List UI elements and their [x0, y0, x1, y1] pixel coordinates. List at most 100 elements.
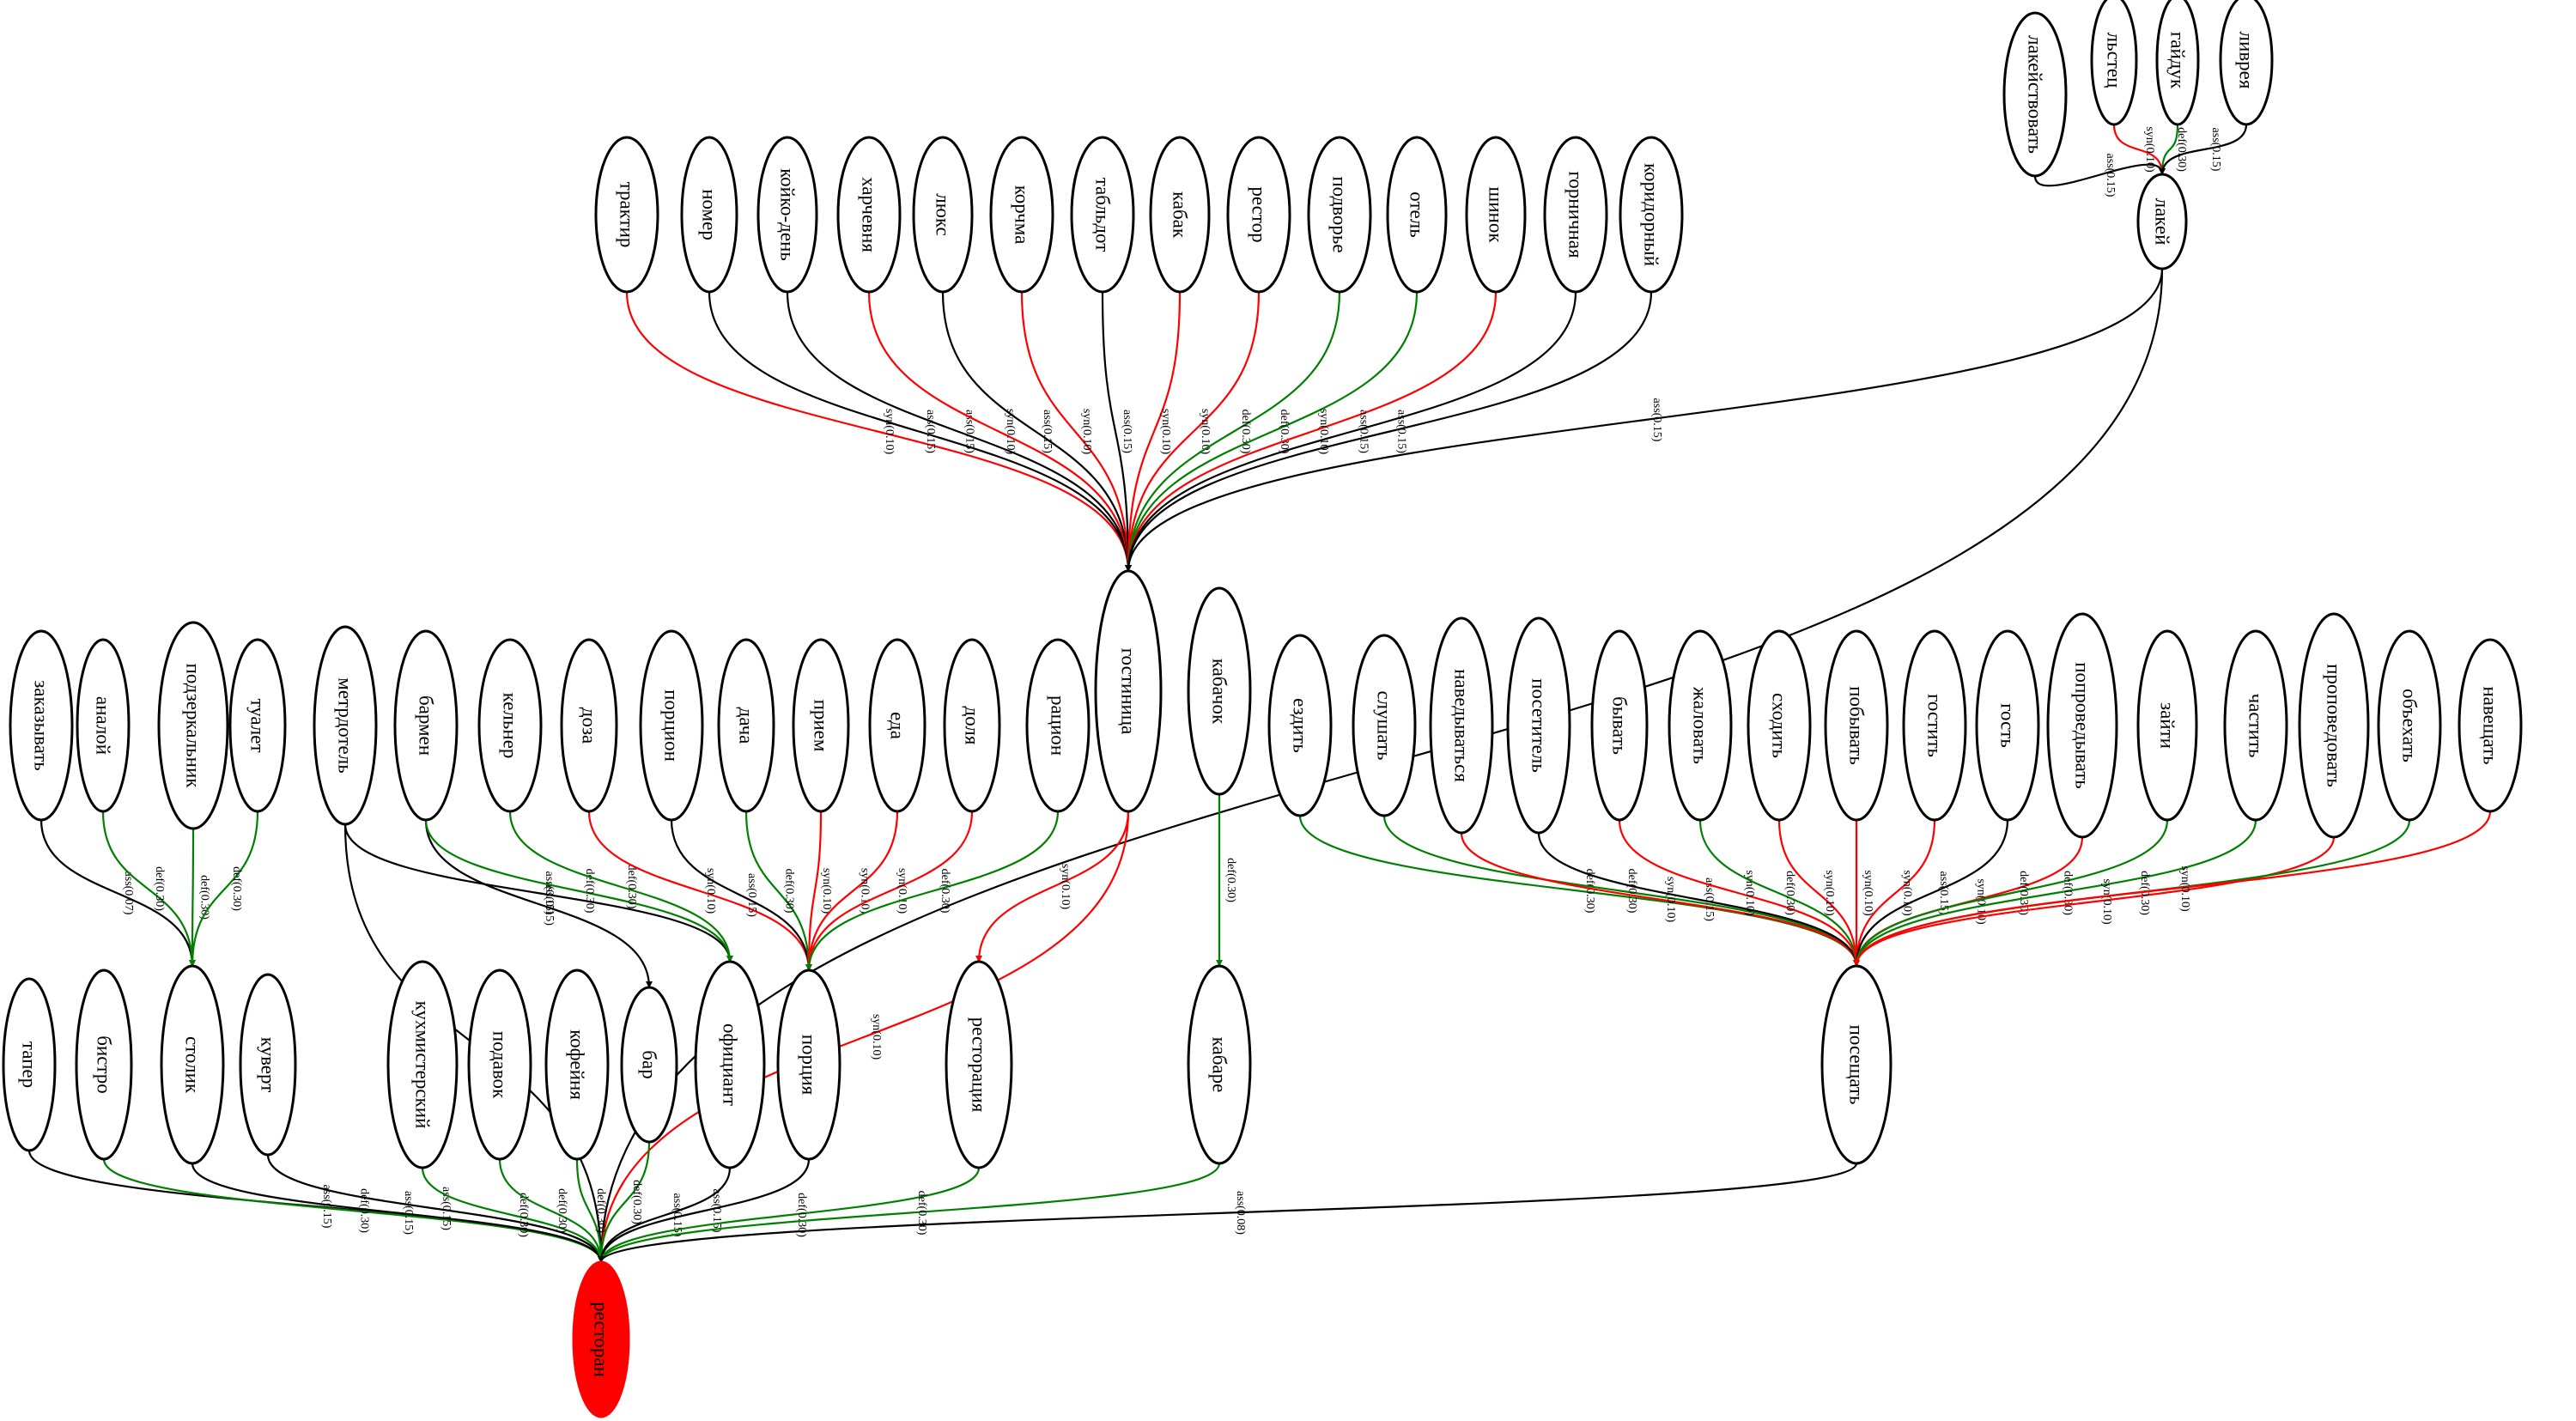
node-podvorye[interactable]: подворье	[1307, 136, 1372, 294]
node-kuvert[interactable]: куверт	[239, 973, 297, 1157]
node-shape	[393, 629, 459, 822]
node-metrdotel[interactable]: метрдотель	[313, 625, 378, 826]
node-eda[interactable]: еда	[868, 638, 927, 813]
node-shape	[544, 969, 610, 1161]
node-label: рестор	[1249, 186, 1270, 242]
node-skhodit[interactable]: сходить	[1747, 629, 1812, 822]
node-poseshchat[interactable]: посещать	[1820, 964, 1893, 1165]
edge-label: def(0.30)	[517, 1193, 530, 1237]
node-kabachok[interactable]: кабачок	[1187, 586, 1252, 796]
edge-zhalovat-poseshchat: def(0.30)	[1698, 819, 1860, 967]
node-gostinitsa[interactable]: гостиница	[1094, 569, 1163, 813]
node-label: рацион	[1048, 695, 1069, 756]
node-shape	[912, 136, 974, 294]
node-byvat[interactable]: бывать	[1590, 629, 1649, 822]
node-shape	[1094, 569, 1163, 813]
edge-label: ass(0.15)	[1703, 877, 1716, 921]
node-gaiduk[interactable]: гайдук	[2155, 0, 2200, 126]
node-propovedyvat[interactable]: попроведывать	[2046, 612, 2118, 839]
node-stolik[interactable]: столик	[160, 964, 225, 1165]
edge-gornichnaya-gostinitsa: ass(0.15)	[1125, 291, 1577, 572]
node-kelner[interactable]: кельнер	[477, 638, 543, 813]
node-portsion[interactable]: порцион	[639, 629, 704, 822]
node-kukhmisterskiy[interactable]: кухмистерский	[386, 960, 459, 1169]
node-gostit[interactable]: гостить	[1902, 629, 1967, 822]
node-shape	[2458, 638, 2523, 813]
node-restor[interactable]: рестор	[1226, 136, 1291, 294]
node-obekhat[interactable]: объехать	[2377, 629, 2442, 822]
edge-label: ass(0.15)	[1650, 398, 1663, 442]
node-analoi[interactable]: аналой	[76, 638, 131, 813]
edge-line	[1853, 836, 2336, 967]
node-priem[interactable]: прием	[792, 638, 850, 813]
node-kabare[interactable]: кабаре	[1187, 964, 1252, 1165]
edge-label: ass(0.15)	[1358, 410, 1370, 453]
edge-line	[867, 291, 1132, 572]
node-podavok[interactable]: подавок	[467, 969, 532, 1161]
node-barmen[interactable]: бармен	[393, 629, 459, 822]
node-lyuks[interactable]: люкс	[912, 136, 974, 294]
node-label: кухмистерский	[412, 1001, 434, 1129]
node-lakeistvovat[interactable]: лакействовать	[2002, 11, 2068, 178]
node-lstets[interactable]: льстец	[2090, 0, 2138, 126]
node-shape	[76, 638, 131, 813]
edge-label: ass(0.15)	[710, 1189, 723, 1233]
edge-zakazyvat-stolik: ass(0.07)	[39, 819, 196, 967]
node-livreya[interactable]: ливрея	[2219, 0, 2274, 126]
node-bar[interactable]: бар	[620, 986, 678, 1144]
node-traktir[interactable]: трактир	[594, 136, 659, 294]
node-harchevnya[interactable]: харчевня	[836, 136, 902, 294]
node-slushat[interactable]: слушать	[1352, 634, 1417, 817]
edge-line	[941, 291, 1132, 572]
node-zhalovat[interactable]: жаловать	[1668, 629, 1733, 822]
node-label: дача	[736, 707, 757, 744]
node-pobyvat[interactable]: побывать	[1824, 629, 1889, 822]
edge-portsiya-restoran: ass(0.15)	[598, 1158, 811, 1263]
node-propovedovat[interactable]: проповедовать	[2298, 612, 2370, 839]
node-zakazyvat[interactable]: заказывать	[9, 629, 74, 822]
node-label: объехать	[2399, 689, 2421, 762]
edge-label: def(0.30)	[2175, 127, 2188, 172]
node-ezdit[interactable]: ездить	[1267, 634, 1333, 817]
node-koiko[interactable]: койко-день	[756, 136, 818, 294]
node-gost[interactable]: гость	[1975, 629, 2040, 822]
node-portsiya[interactable]: порция	[776, 969, 841, 1161]
node-tabldot[interactable]: табльдот	[1070, 136, 1135, 294]
node-korchma[interactable]: корчма	[989, 136, 1054, 294]
node-kofeynya[interactable]: кофейня	[544, 969, 610, 1161]
edge-doza-portsiya: syn(0.10)	[587, 811, 812, 971]
node-restoran[interactable]: ресторан	[572, 1260, 630, 1418]
node-chastit[interactable]: частить	[2223, 629, 2288, 822]
node-taper[interactable]: тапер	[2, 977, 57, 1152]
node-kabak[interactable]: кабак	[1149, 136, 1211, 294]
node-ratsion[interactable]: рацион	[1025, 638, 1091, 813]
node-nomer[interactable]: номер	[680, 136, 738, 294]
node-shape	[572, 1260, 630, 1418]
node-bistro[interactable]: бистро	[75, 969, 133, 1161]
node-label: койко-день	[777, 168, 799, 261]
edge-barmen-ofitsiant: def(0.30)	[424, 819, 733, 963]
edge-line	[805, 811, 899, 971]
node-gornichnaya[interactable]: горничная	[1543, 136, 1608, 294]
node-posetitel[interactable]: посетитель	[1506, 616, 1571, 835]
node-naveshchat[interactable]: навещать	[2458, 638, 2523, 813]
node-dacha[interactable]: дача	[717, 638, 775, 813]
node-shinok[interactable]: шинок	[1465, 136, 1527, 294]
node-lakei[interactable]: лакей	[2136, 173, 2188, 270]
node-otel[interactable]: отель	[1386, 136, 1448, 294]
edge-label: ass(0.15)	[1121, 410, 1133, 453]
node-restoratsiya[interactable]: ресторация	[945, 960, 1013, 1169]
edge-label: def(0.30)	[2017, 871, 2030, 915]
node-shape	[868, 638, 927, 813]
node-navedyvatsya[interactable]: наведываться	[1429, 616, 1494, 835]
node-tualet[interactable]: туалет	[228, 638, 287, 813]
edge-line	[2159, 124, 2248, 175]
node-zaiti[interactable]: зайти	[2136, 629, 2198, 822]
node-dolya[interactable]: доля	[943, 638, 1001, 813]
node-koridorny[interactable]: коридорный	[1619, 136, 1684, 294]
node-podzerk[interactable]: подзеркальник	[157, 621, 229, 830]
node-ofitsiant[interactable]: официант	[694, 960, 766, 1169]
node-doza[interactable]: доза	[560, 638, 618, 813]
edge-label: def(0.30)	[1224, 858, 1237, 902]
